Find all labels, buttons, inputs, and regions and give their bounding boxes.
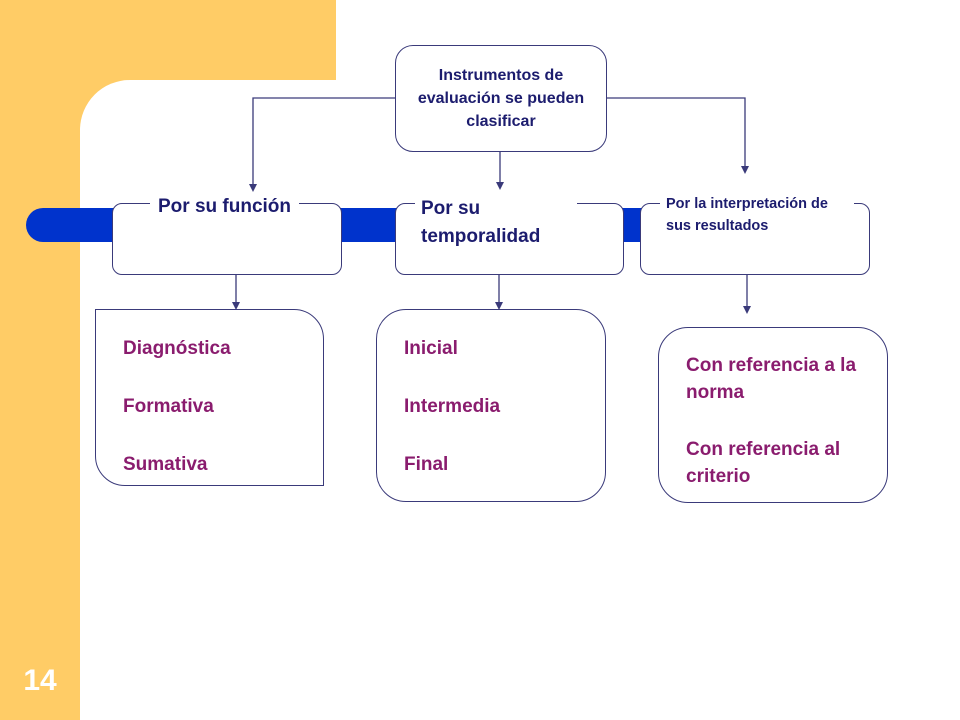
category-label-interpretacion: Por la interpretación de sus resultados xyxy=(660,193,854,237)
list-item: Formativa xyxy=(123,396,214,417)
slide-number: 14 xyxy=(23,664,57,697)
background-corner xyxy=(80,80,140,140)
list-item: Con referencia al criterio xyxy=(686,439,841,487)
category-label-temporalidad: Por su temporalidad xyxy=(415,195,577,251)
connector-root-to-funcion xyxy=(249,97,395,192)
root-node: Instrumentos de evaluación se pueden cla… xyxy=(395,45,607,152)
items-box-funcion: Diagnóstica Formativa Sumativa xyxy=(95,309,324,486)
list-item: Final xyxy=(404,454,449,475)
list-item: Con referencia a la norma xyxy=(686,355,857,403)
root-node-text: Instrumentos de evaluación se pueden cla… xyxy=(417,67,585,130)
category-label-funcion: Por su función xyxy=(150,195,299,219)
items-box-interpretacion: Con referencia a la norma Con referencia… xyxy=(658,327,888,503)
list-item: Intermedia xyxy=(404,396,501,417)
connector-root-to-interpretacion xyxy=(607,97,749,174)
items-box-temporalidad: Inicial Intermedia Final xyxy=(376,309,606,502)
background-band-left xyxy=(0,0,80,720)
background-band-top xyxy=(80,0,336,80)
list-item: Diagnóstica xyxy=(123,338,231,359)
list-item: Sumativa xyxy=(123,454,208,475)
list-item: Inicial xyxy=(404,338,458,359)
